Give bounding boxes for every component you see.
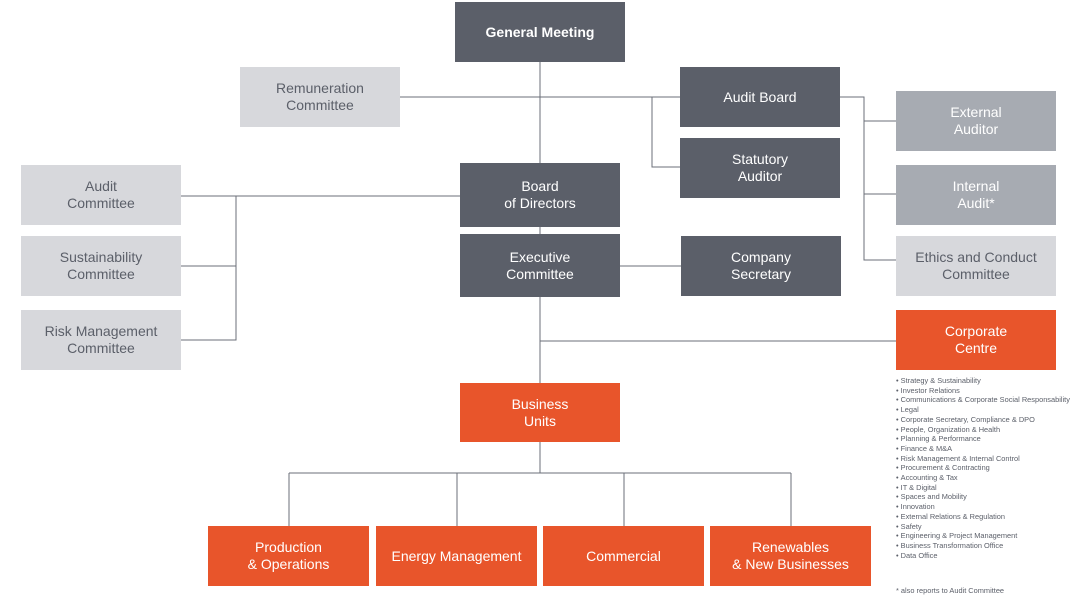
company-secretary-box: Company Secretary (681, 236, 841, 296)
function-item: Planning & Performance (896, 434, 1076, 444)
ethics-conduct-committee-box: Ethics and Conduct Committee (896, 236, 1056, 296)
function-item: Finance & M&A (896, 444, 1076, 454)
connector-committee-bracket (180, 196, 237, 341)
function-item: External Relations & Regulation (896, 512, 1076, 522)
remuneration-committee-box: Remuneration Committee (240, 67, 400, 127)
external-auditor-box: External Auditor (896, 91, 1056, 151)
function-item: Data Office (896, 551, 1076, 561)
production-operations-box: Production & Operations (208, 526, 369, 586)
renewables-new-businesses-box: Renewables & New Businesses (710, 526, 871, 586)
business-units-box: Business Units (460, 383, 620, 442)
function-item: Engineering & Project Management (896, 531, 1076, 541)
function-item: Business Transformation Office (896, 541, 1076, 551)
commercial-box: Commercial (543, 526, 704, 586)
executive-committee-box: Executive Committee (460, 234, 620, 297)
risk-management-committee-box: Risk Management Committee (21, 310, 181, 370)
function-item: Strategy & Sustainability (896, 376, 1076, 386)
corporate-centre-box: Corporate Centre (896, 310, 1056, 370)
statutory-auditor-box: Statutory Auditor (680, 138, 840, 198)
internal-audit-box: Internal Audit* (896, 165, 1056, 225)
connector-audit-board-right (840, 96, 896, 261)
function-item: Innovation (896, 502, 1076, 512)
connector-statutory-auditor (651, 97, 680, 168)
audit-committee-box: Audit Committee (21, 165, 181, 225)
function-item: IT & Digital (896, 483, 1076, 493)
function-item: Safety (896, 522, 1076, 532)
board-of-directors-box: Board of Directors (460, 163, 620, 227)
sustainability-committee-box: Sustainability Committee (21, 236, 181, 296)
function-item: Communications & Corporate Social Respon… (896, 395, 1076, 405)
function-item: Procurement & Contracting (896, 463, 1076, 473)
audit-footnote: * also reports to Audit Committee (896, 586, 1005, 595)
energy-management-box: Energy Management (376, 526, 537, 586)
function-item: Legal (896, 405, 1076, 415)
audit-board-box: Audit Board (680, 67, 840, 127)
function-item: People, Organization & Health (896, 425, 1076, 435)
general-meeting-box: General Meeting (455, 2, 625, 62)
function-item: Corporate Secretary, Compliance & DPO (896, 415, 1076, 425)
corporate-centre-function-list: Strategy & Sustainability Investor Relat… (896, 376, 1076, 560)
function-item: Accounting & Tax (896, 473, 1076, 483)
function-item: Investor Relations (896, 386, 1076, 396)
function-item: Risk Management & Internal Control (896, 454, 1076, 464)
function-item: Spaces and Mobility (896, 492, 1076, 502)
